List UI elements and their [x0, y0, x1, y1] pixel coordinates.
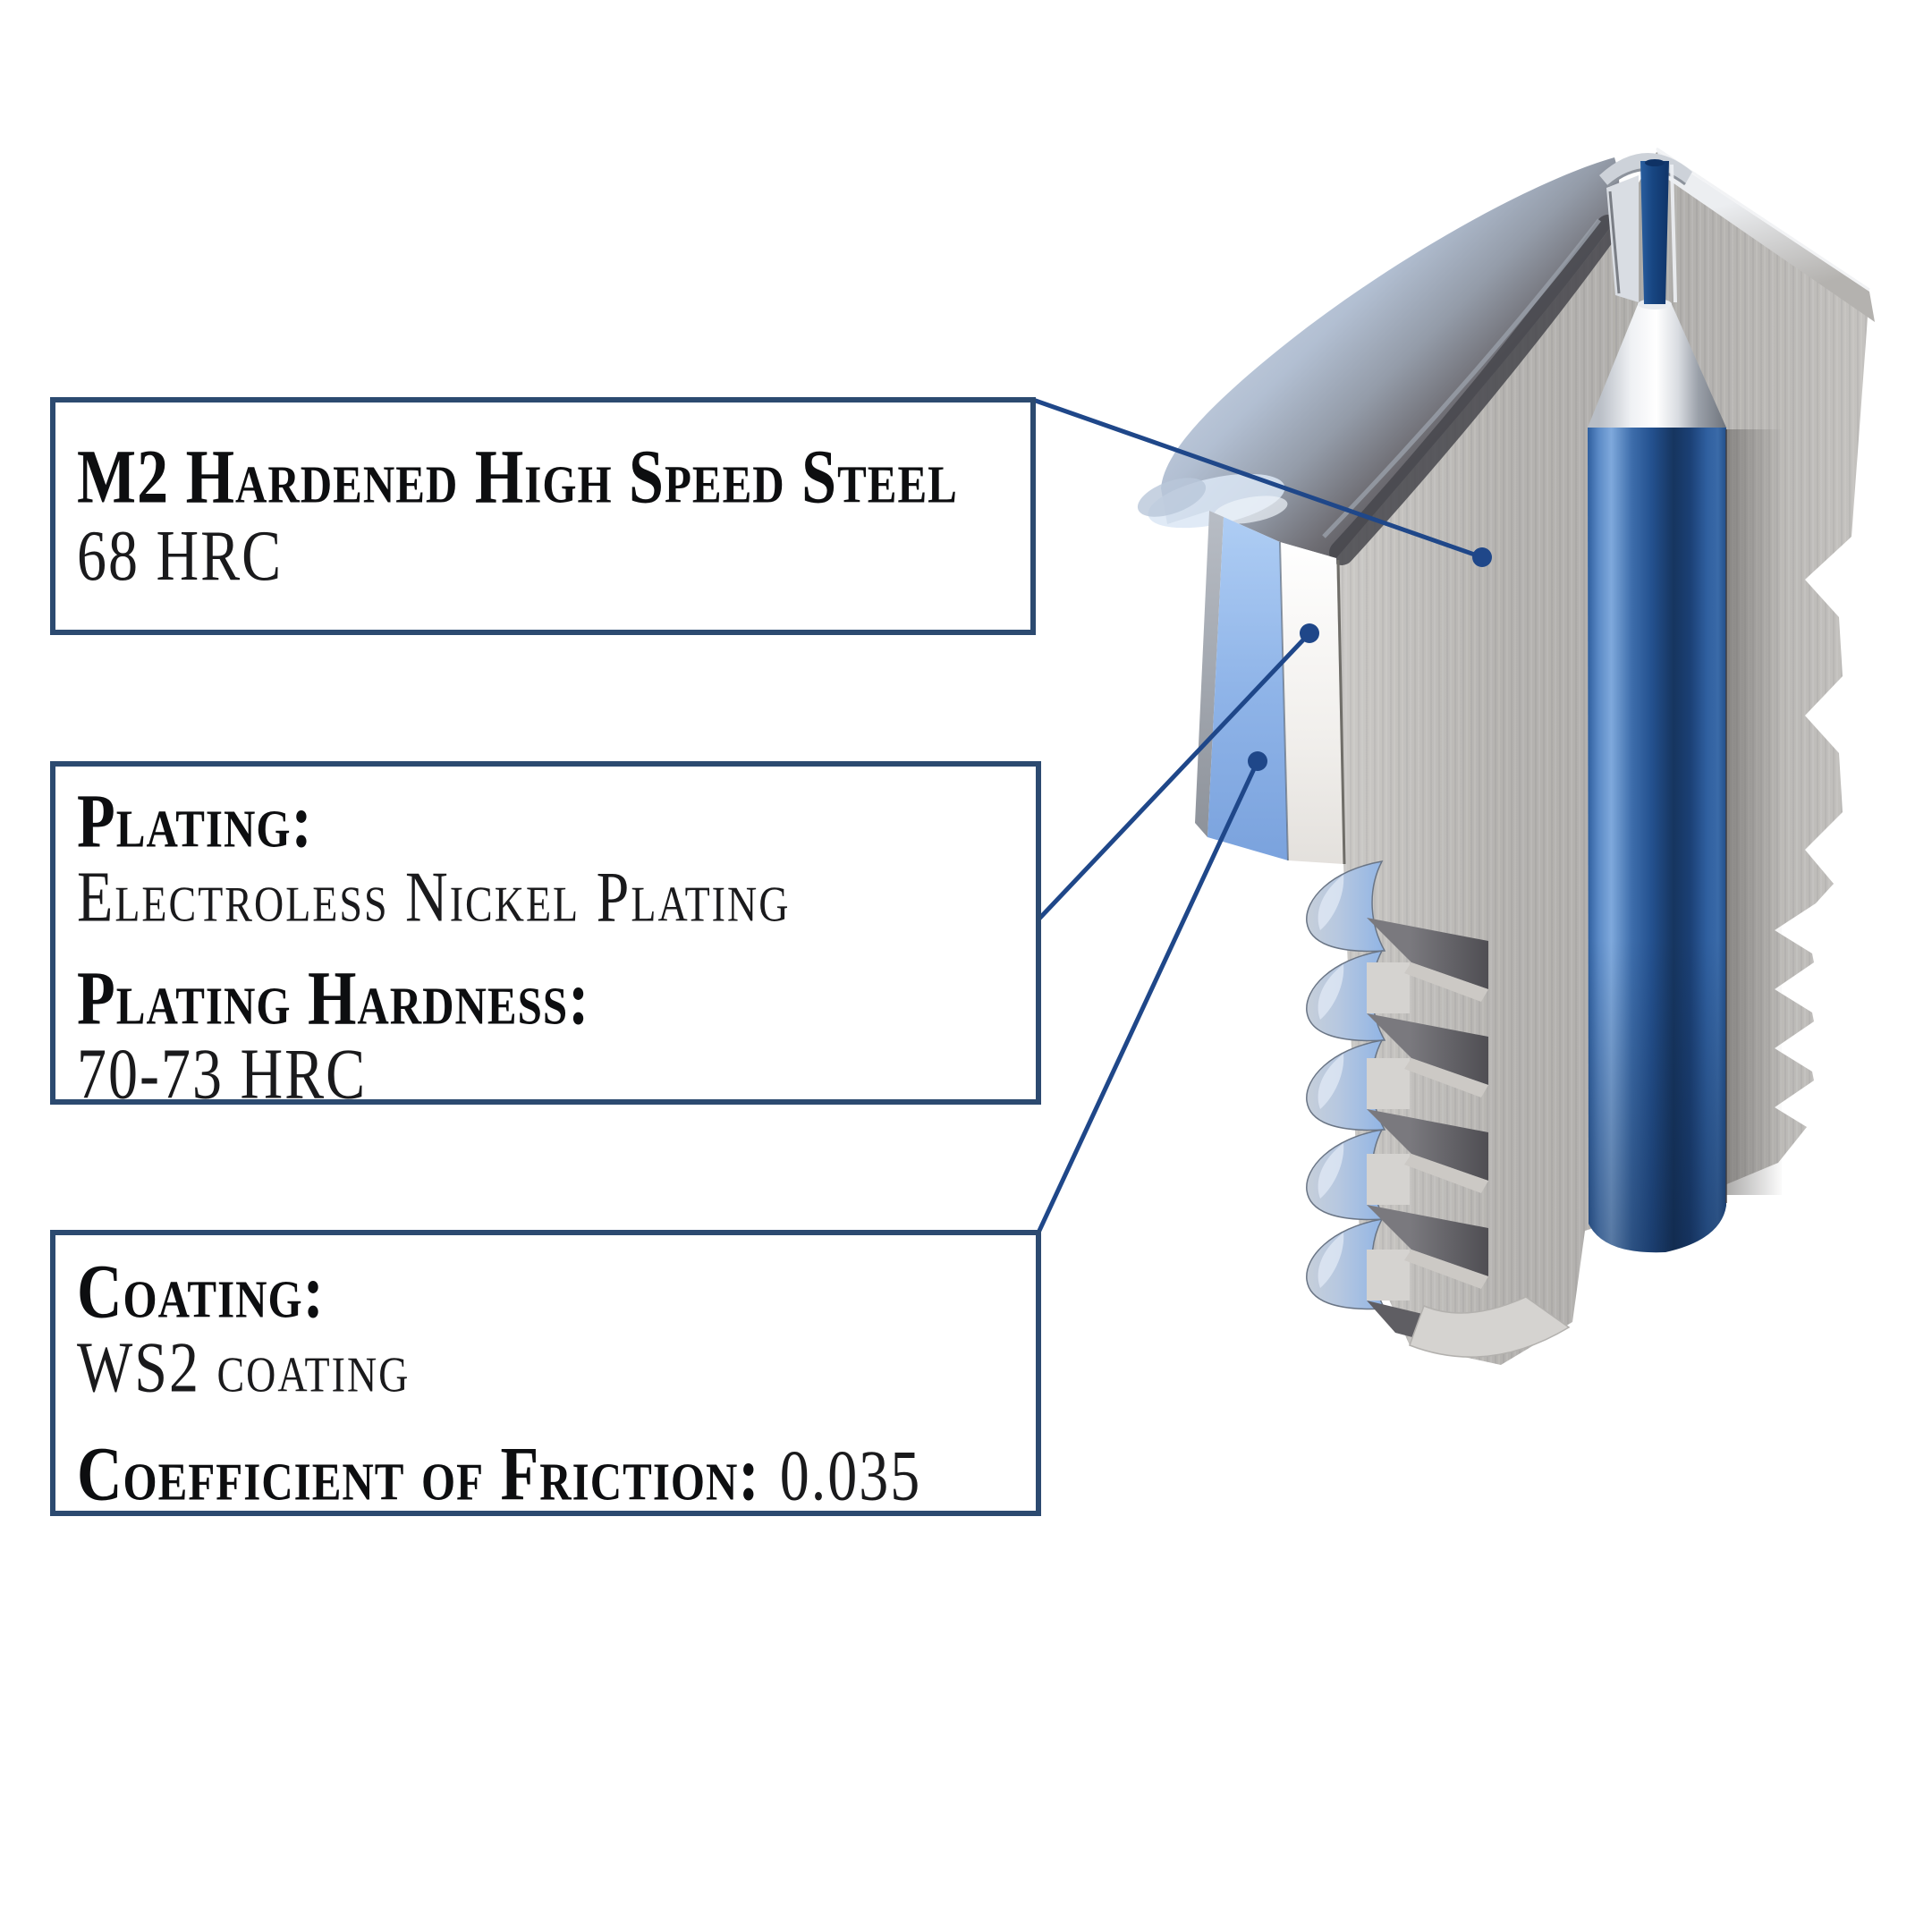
- plating-value-line: Electroless Nickel Plating: [77, 858, 1036, 940]
- cone-dark-shading-band: [1329, 215, 1621, 565]
- flange-shoulder-shade: [1137, 478, 1207, 517]
- callout-box-plating: Plating: Electroless Nickel Plating Plat…: [50, 761, 1041, 1114]
- material-title-line: M2 Hardened High Speed Steel: [77, 436, 1030, 522]
- layer-separator-line: [1279, 541, 1289, 861]
- coating-value: WS2 coating: [77, 1327, 411, 1408]
- plating-hardness-value-line: 70-73 HRC: [77, 1035, 1036, 1117]
- friction-value: 0.035: [779, 1436, 922, 1516]
- tip-orifice-top: [1645, 159, 1665, 166]
- nozzle-tip-cone: [1161, 157, 1620, 558]
- plating-title-line: Plating:: [77, 780, 1036, 865]
- plating-hardness-value: 70-73 HRC: [77, 1034, 368, 1114]
- filament-bore-shading: [1588, 428, 1726, 1253]
- coating-value-line: WS2 coating: [77, 1328, 1036, 1411]
- coating-title: Coating:: [77, 1250, 325, 1335]
- plating-hardness-title-line: Plating Hardness:: [77, 957, 1036, 1042]
- material-value-line: 68 HRC: [77, 516, 1030, 601]
- thread-teeth-cutaway: [1367, 918, 1488, 1342]
- inner-cone-sliver: [1606, 175, 1639, 302]
- cone-highlight-line: [1322, 218, 1601, 538]
- friction-line: Coefficient of Friction: 0.035: [77, 1433, 1036, 1518]
- callout-leaders: [1032, 397, 1492, 1234]
- callout-dot-coating: [1248, 751, 1267, 771]
- layer-edge-line: [1336, 559, 1346, 865]
- leader-line-plating: [1037, 631, 1311, 921]
- plating-hardness-title: Plating Hardness:: [77, 957, 590, 1042]
- nozzle-bottom-end-face: [1409, 1296, 1571, 1358]
- tip-dome: [1599, 152, 1692, 186]
- flange-shoulder-highlight: [1213, 496, 1288, 524]
- nickel-layer-white: [1280, 542, 1343, 864]
- leader-line-material: [1032, 397, 1483, 560]
- plating-title: Plating:: [77, 780, 313, 865]
- coating-plating-layer-blue: [1208, 517, 1288, 860]
- leader-line-coating: [1036, 759, 1260, 1234]
- thread-lobes: [1306, 860, 1386, 1310]
- coating-title-line: Coating:: [77, 1250, 1036, 1335]
- callout-box-coating: Coating: WS2 coating Coefficient of Fric…: [50, 1230, 1041, 1518]
- callout-dot-plating: [1300, 623, 1319, 643]
- friction-title: Coefficient of Friction:: [77, 1433, 760, 1518]
- nozzle-top-right-face: [1657, 150, 1875, 322]
- plating-value: Electroless Nickel Plating: [77, 857, 791, 937]
- tip-orifice-channel: [1640, 161, 1669, 304]
- material-hardness-value: 68 HRC: [77, 516, 284, 597]
- tip-vgroove-edge: [1670, 164, 1677, 303]
- callout-box-material: M2 Hardened High Speed Steel 68 HRC: [50, 397, 1036, 635]
- material-title: M2 Hardened High Speed Steel: [77, 435, 958, 520]
- callout-dot-material: [1472, 547, 1492, 567]
- inner-cone-seam: [1608, 191, 1621, 294]
- bore-recess-shadow: [1726, 429, 1782, 1195]
- tip-funnel: [1588, 302, 1726, 428]
- outer-edge-sliver: [1195, 511, 1224, 837]
